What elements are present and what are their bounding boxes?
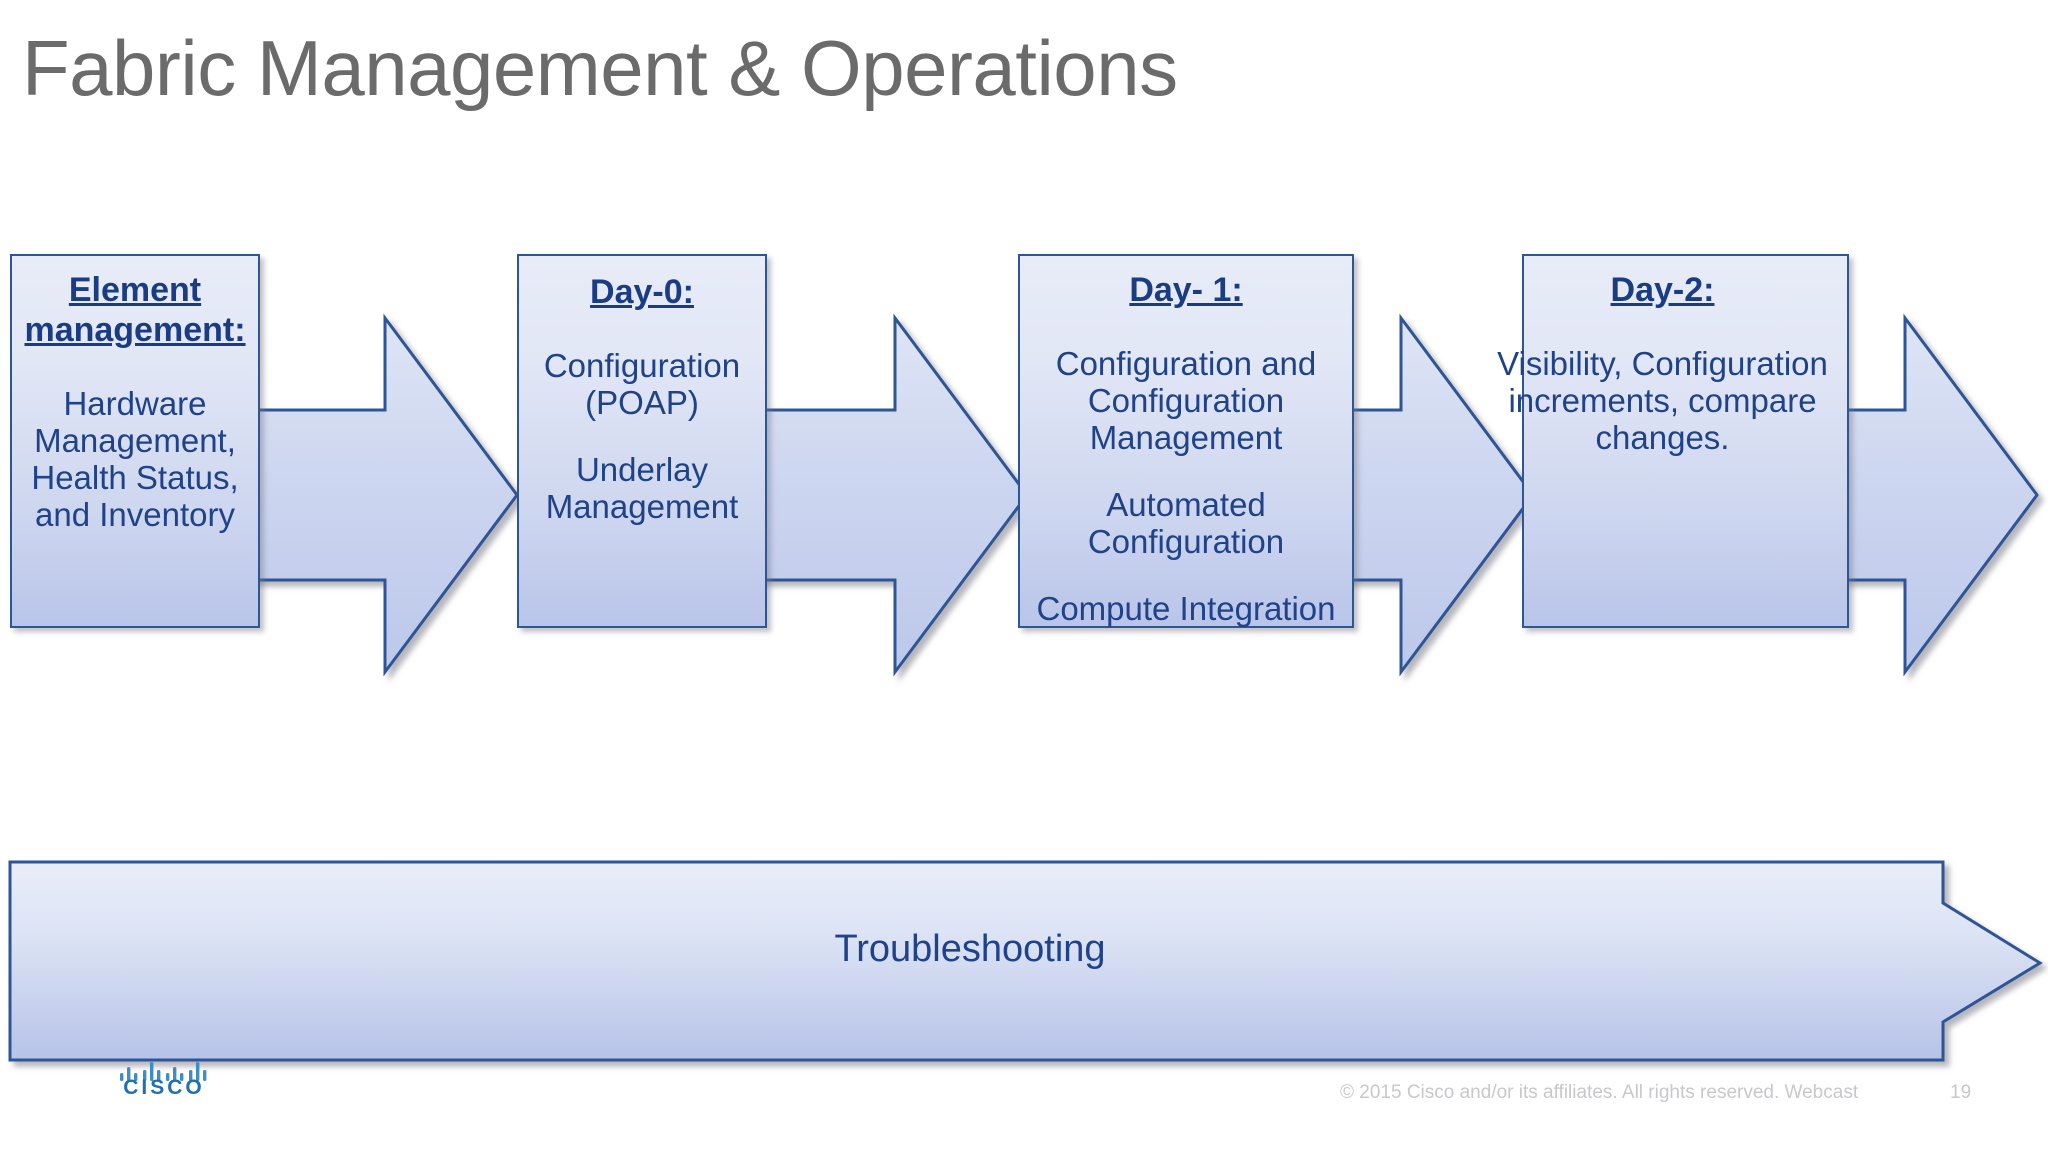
cisco-wordmark: CISCO bbox=[123, 1076, 205, 1099]
stage-box-day-2[interactable]: Day-2: Visibility, Configuration increme… bbox=[1497, 254, 1849, 628]
stage-heading: Day-2: bbox=[1610, 271, 1715, 309]
stage-paragraph: Configuration (POAP) bbox=[543, 347, 741, 422]
stage-paragraph: Compute Integration bbox=[1036, 589, 1336, 627]
stage-heading: Day-0: bbox=[590, 273, 694, 311]
stage-paragraph: Configuration and Configuration Manageme… bbox=[1055, 345, 1317, 457]
stage-box-day-0[interactable]: Day-0: Configuration (POAP) Underlay Man… bbox=[517, 254, 767, 628]
stage-paragraph: Visibility, Configuration increments, co… bbox=[1497, 345, 1828, 457]
cisco-bridge-icon bbox=[120, 1062, 207, 1081]
stage-box-day-1[interactable]: Day- 1: Configuration and Configuration … bbox=[1018, 254, 1354, 628]
stage-paragraph: Automated Configuration bbox=[1087, 485, 1285, 560]
stage-paragraph: Hardware Management, Health Status, and … bbox=[31, 385, 239, 534]
footer-page-number: 19 bbox=[1950, 1082, 1972, 1103]
page-title: Fabric Management & Operations bbox=[22, 24, 1178, 112]
stage-heading: Element management: bbox=[24, 271, 246, 350]
troubleshooting-label: Troubleshooting bbox=[834, 928, 1106, 970]
stage-paragraph: Underlay Management bbox=[545, 451, 739, 525]
stage-box-element-management[interactable]: Element management: Hardware Management,… bbox=[10, 254, 260, 628]
footer-copyright: © 2015 Cisco and/or its affiliates. All … bbox=[1340, 1082, 1859, 1103]
stage-heading: Day- 1: bbox=[1129, 271, 1243, 309]
